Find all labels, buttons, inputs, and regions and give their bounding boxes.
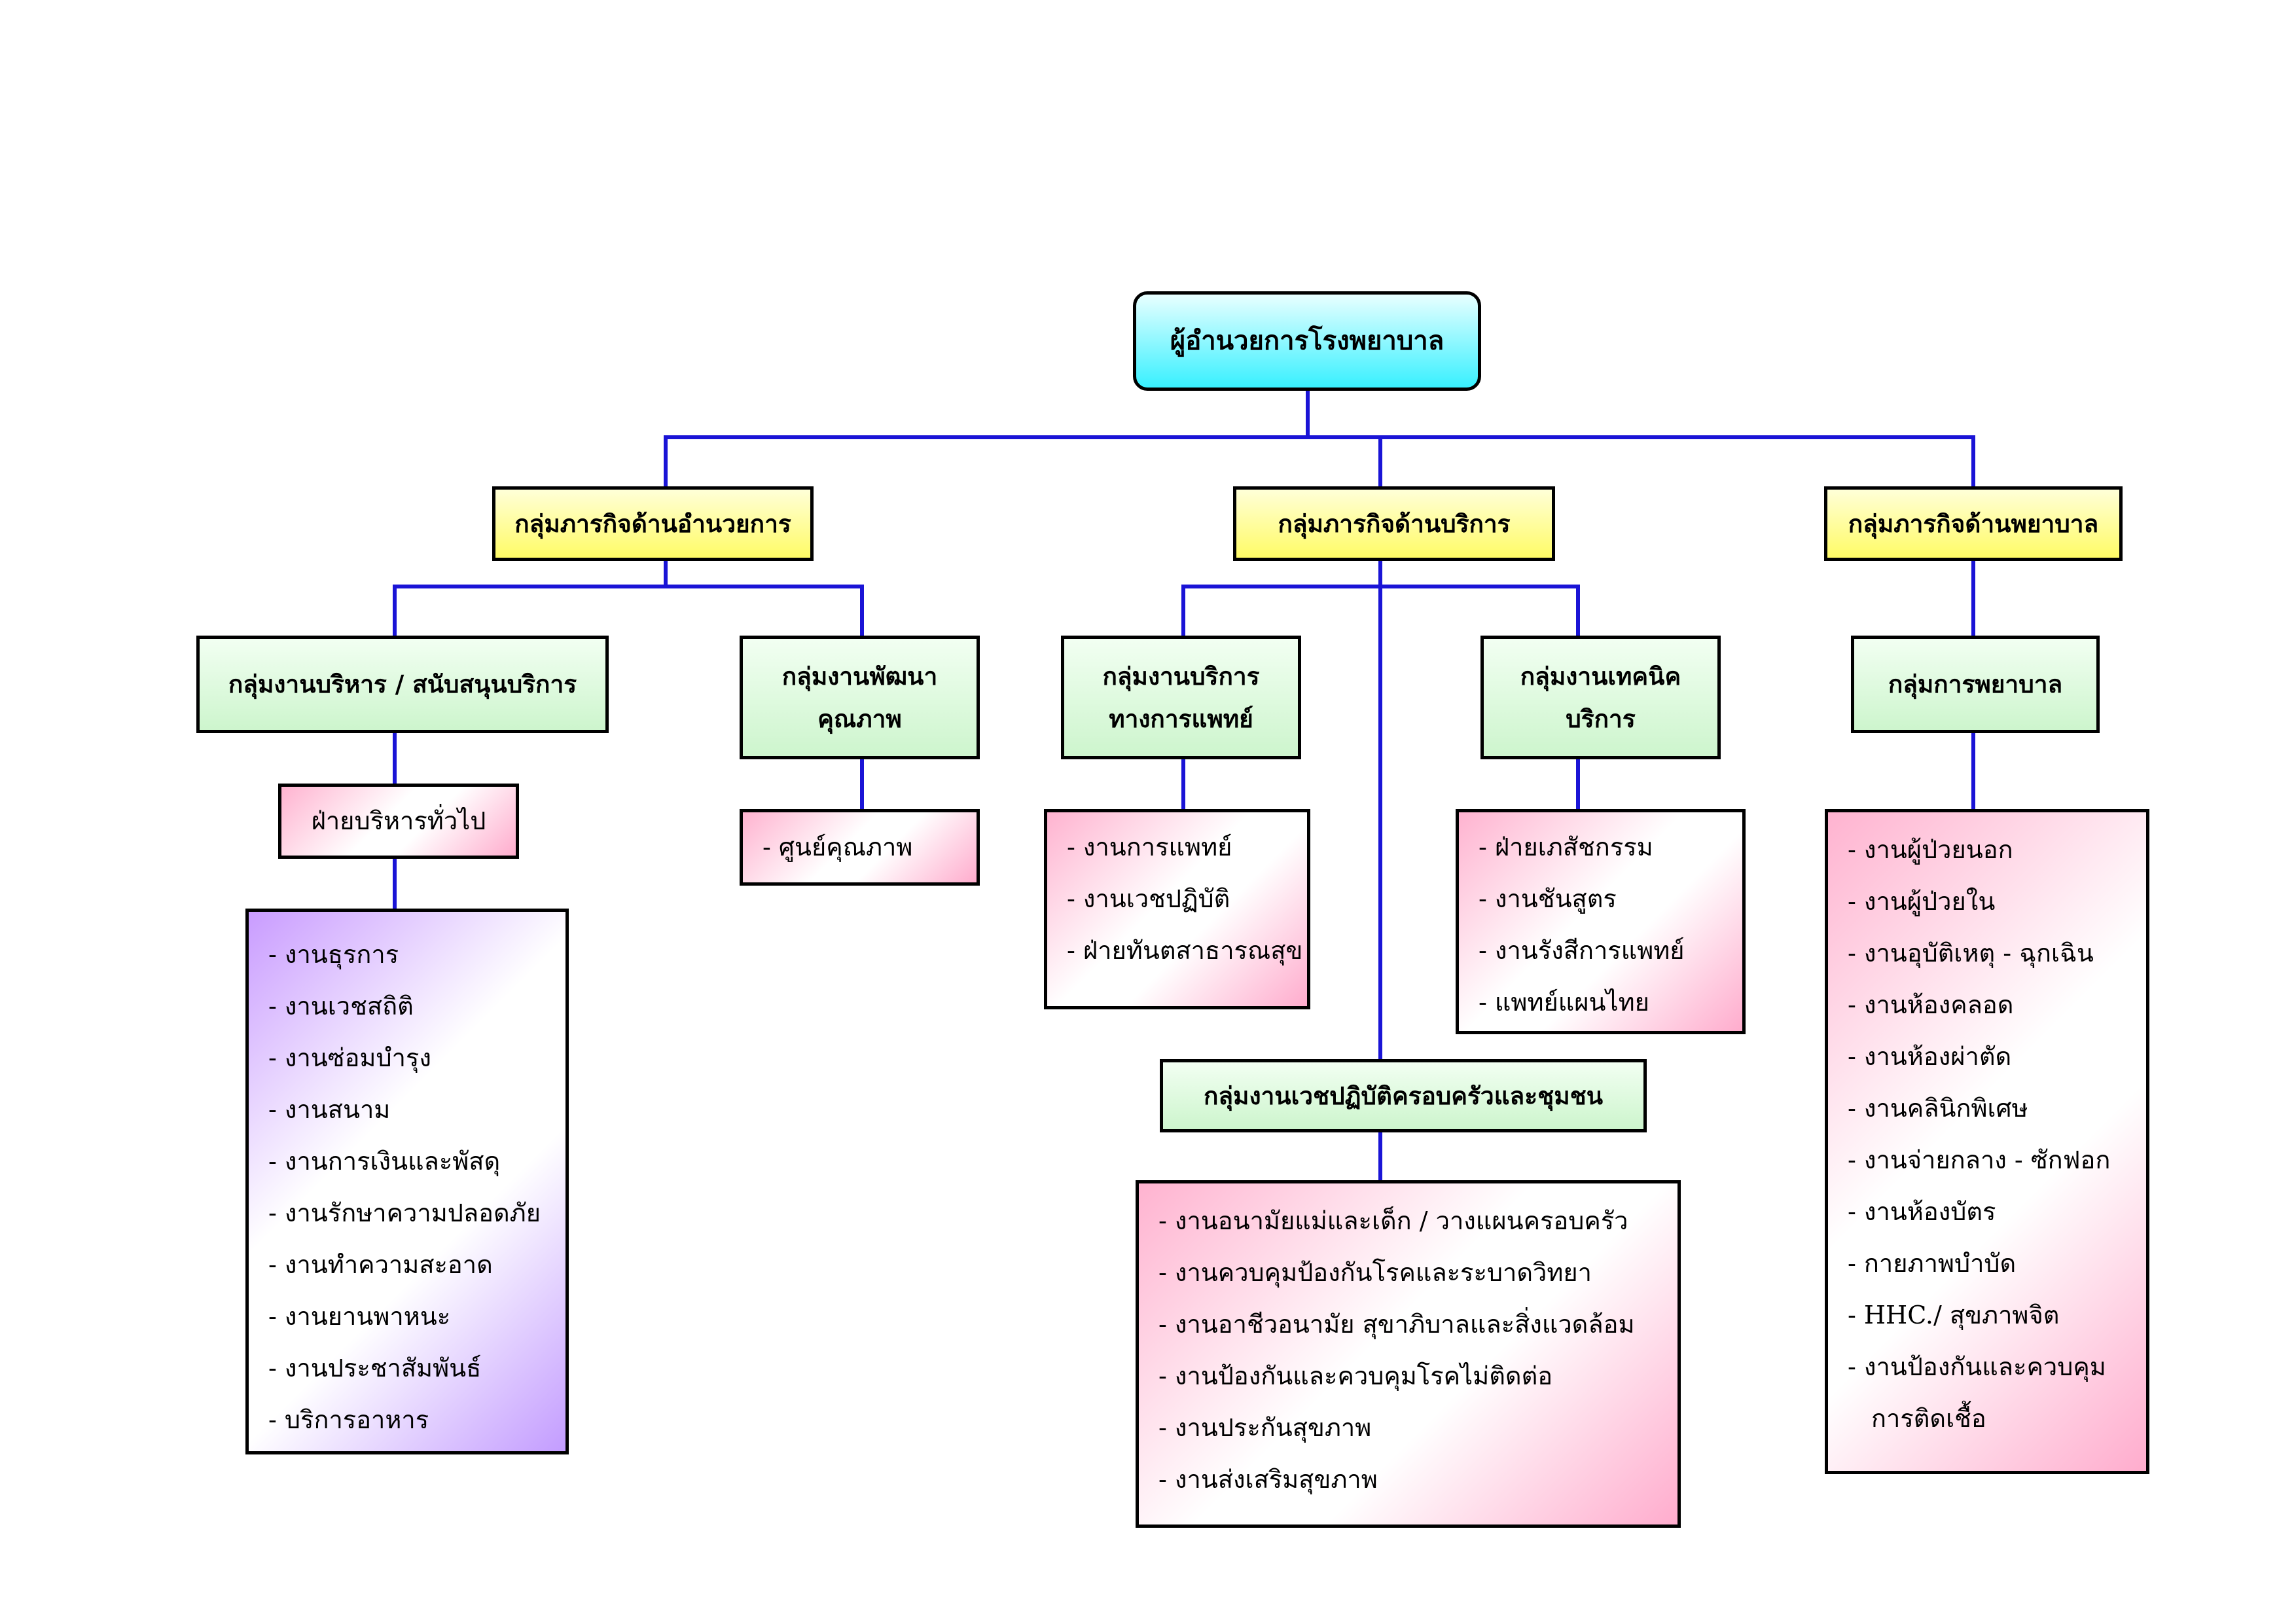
list-item: - งานการเงินและพัสดุ <box>268 1147 501 1176</box>
list-item: - งานซ่อมบำรุง <box>268 1043 431 1072</box>
general-admin-box: ฝ่ายบริหารทั่วไป <box>278 784 519 859</box>
family-medicine-list: - งานอนามัยแม่และเด็ก / วางแผนครอบครัว -… <box>1136 1180 1681 1528</box>
mission-admin-label: กลุ่มภารกิจด้านอำนวยการ <box>514 509 791 538</box>
list-item: - ฝ่ายเภสัชกรรม <box>1479 833 1653 861</box>
list-item: - งานอาชีวอนามัย สุขาภิบาลและสิ่งแวดล้อม <box>1158 1310 1635 1339</box>
list-item: - บริการอาหาร <box>268 1405 429 1434</box>
group-medical-service-line-2: ทางการแพทย์ <box>1109 704 1253 733</box>
list-item: - งานประกันสุขภาพ <box>1158 1413 1372 1442</box>
list-item: - งานห้องบัตร <box>1848 1197 1996 1226</box>
mission-nursing-label: กลุ่มภารกิจด้านพยาบาล <box>1848 509 2099 538</box>
list-item: การติดเชื้อ <box>1871 1404 1986 1433</box>
list-item: - งานชันสูตร <box>1479 884 1617 913</box>
group-quality-dev-line-2: คุณภาพ <box>817 704 902 733</box>
group-admin-support-box: กลุ่มงานบริหาร / สนับสนุนบริการ <box>196 636 609 733</box>
list-item: - งานอนามัยแม่และเด็ก / วางแผนครอบครัว <box>1158 1206 1628 1235</box>
list-item: - งานเวชปฏิบัติ <box>1067 884 1230 913</box>
group-admin-support-label: กลุ่มงานบริหาร / สนับสนุนบริการ <box>228 670 577 699</box>
list-item: - HHC./ สุขภาพจิต <box>1848 1301 2060 1329</box>
nursing-list: - งานผู้ป่วยนอก - งานผู้ป่วยใน - งานอุบั… <box>1825 809 2149 1474</box>
list-item: - แพทย์แผนไทย <box>1479 988 1649 1017</box>
group-quality-dev-line-1: กลุ่มงานพัฒนา <box>781 661 938 691</box>
group-nursing-label: กลุ่มการพยาบาล <box>1888 670 2063 699</box>
quality-list: - ศูนย์คุณภาพ <box>740 809 980 886</box>
technical-list: - ฝ่ายเภสัชกรรม - งานชันสูตร - งานรังสีก… <box>1456 809 1746 1034</box>
list-item: - งานผู้ป่วยนอก <box>1848 835 2013 864</box>
group-medical-service-line-1: กลุ่มงานบริการ <box>1102 661 1260 691</box>
group-family-medicine-label: กลุ่มงานเวชปฏิบัติครอบครัวและชุมชน <box>1203 1081 1603 1110</box>
list-item: - งานควบคุมป้องกันโรคและระบาดวิทยา <box>1158 1258 1592 1287</box>
director-box: ผู้อำนวยการโรงพยาบาล <box>1133 291 1481 391</box>
list-item: - งานการแพทย์ <box>1067 833 1232 861</box>
medical-list: - งานการแพทย์ - งานเวชปฏิบัติ - ฝ่ายทันต… <box>1044 809 1310 1009</box>
group-medical-service-box: กลุ่มงานบริการ ทางการแพทย์ <box>1061 636 1301 759</box>
list-item: - งานทำความสะอาด <box>268 1250 493 1279</box>
group-technical-service-line-2: บริการ <box>1566 704 1636 733</box>
list-item: - งานห้องผ่าตัด <box>1848 1042 2012 1071</box>
list-item: - งานส่งเสริมสุขภาพ <box>1158 1465 1378 1494</box>
list-item: - งานประชาสัมพันธ์ <box>268 1354 482 1382</box>
group-technical-service-line-1: กลุ่มงานเทคนิค <box>1520 661 1681 691</box>
mission-admin-box: กลุ่มภารกิจด้านอำนวยการ <box>492 486 814 561</box>
list-item: - งานอุบัติเหตุ - ฉุกเฉิน <box>1848 939 2094 967</box>
list-item: - งานจ่ายกลาง - ซักฟอก <box>1848 1146 2111 1174</box>
general-admin-label: ฝ่ายบริหารทั่วไป <box>311 806 486 836</box>
mission-service-label: กลุ่มภารกิจด้านบริการ <box>1278 509 1511 538</box>
list-item: - งานคลินิกพิเศษ <box>1848 1094 2028 1123</box>
group-family-medicine-box: กลุ่มงานเวชปฏิบัติครอบครัวและชุมชน <box>1160 1059 1647 1132</box>
group-technical-service-box: กลุ่มงานเทคนิค บริการ <box>1480 636 1721 759</box>
mission-service-box: กลุ่มภารกิจด้านบริการ <box>1233 486 1555 561</box>
list-item: - งานป้องกันและควบคุมโรคไม่ติดต่อ <box>1158 1362 1553 1390</box>
list-item: - งานป้องกันและควบคุม <box>1848 1352 2106 1381</box>
list-item: - งานธุรการ <box>268 940 399 969</box>
general-admin-list: - งานธุรการ - งานเวชสถิติ - งานซ่อมบำรุง… <box>245 909 569 1454</box>
mission-nursing-box: กลุ่มภารกิจด้านพยาบาล <box>1824 486 2123 561</box>
list-item: - งานรังสีการแพทย์ <box>1479 936 1685 965</box>
list-item: - งานรักษาความปลอดภัย <box>268 1199 541 1227</box>
list-item: - งานเวชสถิติ <box>268 992 414 1020</box>
list-item: - งานผู้ป่วยใน <box>1848 887 1996 916</box>
list-item: - งานห้องคลอด <box>1848 990 2014 1019</box>
list-item: - งานยานพาหนะ <box>268 1302 451 1331</box>
list-item: - ฝ่ายทันตสาธารณสุข <box>1067 936 1303 965</box>
list-item: - งานสนาม <box>268 1095 391 1124</box>
director-label: ผู้อำนวยการโรงพยาบาล <box>1170 325 1444 356</box>
list-item: - กายภาพบำบัด <box>1848 1249 2017 1278</box>
list-item: - ศูนย์คุณภาพ <box>762 833 913 861</box>
group-quality-dev-box: กลุ่มงานพัฒนา คุณภาพ <box>740 636 980 759</box>
group-nursing-box: กลุ่มการพยาบาล <box>1851 636 2100 733</box>
